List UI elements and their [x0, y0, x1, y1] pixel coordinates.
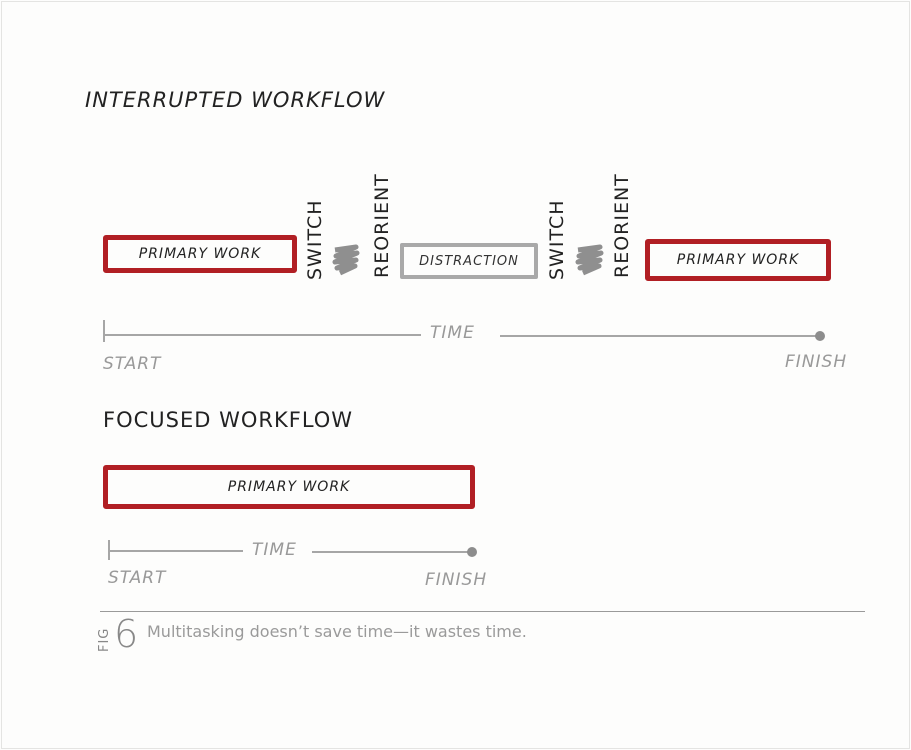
- figure-number: 6: [114, 612, 139, 656]
- timeline-start-label: START: [108, 568, 167, 588]
- figure-caption: Multitasking doesn’t save time—it wastes…: [147, 622, 527, 641]
- focused-workflow-title: FOCUSED WORKFLOW: [103, 408, 354, 432]
- primary-work-block-2: PRIMARY WORK: [645, 239, 831, 281]
- scribble-icon-1: [332, 244, 360, 276]
- finish-dot-icon: [815, 331, 825, 341]
- primary-work-block-focused: PRIMARY WORK: [103, 465, 475, 509]
- primary-work-block-1: PRIMARY WORK: [103, 235, 297, 273]
- timeline-start-tick: [103, 320, 105, 342]
- finish-dot-icon: [467, 547, 477, 557]
- timeline-finish-label: FINISH: [785, 352, 848, 372]
- timeline-line: [103, 334, 421, 336]
- fig-label: FIG: [97, 627, 112, 652]
- timeline-time-label: TIME: [252, 540, 297, 560]
- scribble-icon-2: [575, 244, 604, 276]
- caption-divider: [100, 611, 865, 612]
- timeline-start-label: START: [103, 354, 162, 374]
- distraction-block: DISTRACTION: [400, 243, 538, 279]
- timeline-finish-label: FINISH: [425, 570, 488, 590]
- timeline-time-label: TIME: [430, 323, 475, 343]
- reorient-label-1: REORIENT: [371, 173, 393, 278]
- reorient-label-2: REORIENT: [611, 173, 633, 278]
- interrupted-workflow-title: INTERRUPTED WORKFLOW: [85, 88, 386, 112]
- switch-label-1: SWITCH: [304, 199, 326, 281]
- switch-label-2: SWITCH: [546, 199, 568, 281]
- timeline-line: [500, 335, 820, 337]
- timeline-line: [108, 550, 243, 552]
- timeline-line: [312, 551, 472, 553]
